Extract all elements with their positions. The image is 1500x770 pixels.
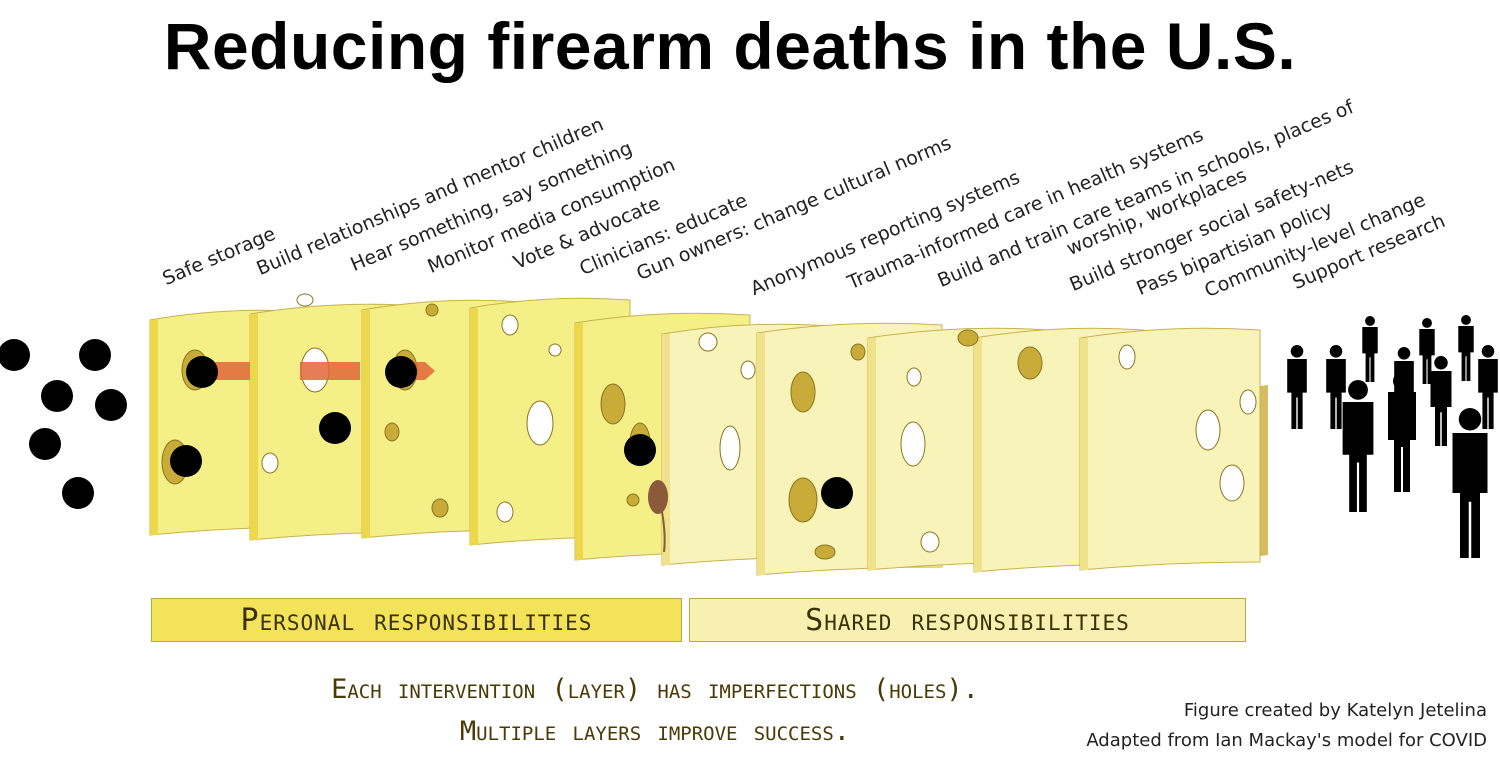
bullet-dot xyxy=(41,380,73,412)
person-icon xyxy=(1430,371,1452,446)
cheese-hole xyxy=(814,544,836,560)
cheese-hole xyxy=(496,501,514,523)
person-icon xyxy=(1348,380,1368,400)
person-icon xyxy=(1362,327,1378,382)
cheese-hole xyxy=(790,371,816,413)
person-icon xyxy=(1422,318,1432,328)
bullet-dot xyxy=(821,477,853,509)
bullet-dot xyxy=(186,356,218,388)
cheese-hole xyxy=(906,367,922,387)
person-icon xyxy=(1461,315,1471,325)
cheese-slice xyxy=(1079,327,1261,571)
cheese-hole xyxy=(1118,344,1136,370)
cheese-slice-edge xyxy=(1080,338,1088,570)
bullet-dot xyxy=(385,356,417,388)
person-icon xyxy=(1388,392,1416,492)
cheese-hole xyxy=(431,498,449,518)
mouse-tail xyxy=(661,511,666,553)
note-line-2: Multiple layers improve success. xyxy=(459,716,851,747)
cheese-hole xyxy=(788,477,818,523)
bullet-dot xyxy=(624,434,656,466)
cheese-hole xyxy=(626,493,640,507)
cheese-hole xyxy=(1195,409,1221,451)
shared-responsibilities-box: Shared responsibilities xyxy=(689,598,1246,642)
person-icon xyxy=(1393,372,1411,390)
cheese-hole xyxy=(384,422,400,442)
bullet-dot xyxy=(95,389,127,421)
person-icon xyxy=(1458,408,1482,431)
cheese-hole xyxy=(1219,464,1245,502)
cheese-hole xyxy=(261,452,279,474)
person-icon xyxy=(1290,345,1304,358)
note-line-1: Each intervention (layer) has imperfecti… xyxy=(331,674,979,705)
personal-responsibilities-box: Personal responsibilities xyxy=(151,598,682,642)
cheese-hole xyxy=(957,329,979,347)
bullet-dot xyxy=(0,339,30,371)
cheese-hole xyxy=(920,531,940,553)
cheese-slice-edge xyxy=(575,323,583,560)
cheese-slice-edge xyxy=(974,338,982,572)
cheese-hole xyxy=(850,343,866,361)
cheese-slice-edge xyxy=(150,320,158,535)
cheese-slice-edge xyxy=(362,310,370,538)
cheese-slice-edge xyxy=(250,314,258,540)
person-icon xyxy=(1397,347,1411,360)
arrow-segment xyxy=(300,362,360,380)
cheese-hole xyxy=(698,332,718,352)
arrow-segment xyxy=(210,362,250,380)
cheese-hole xyxy=(600,383,626,425)
cheese-hole xyxy=(501,314,519,336)
bullet-dot xyxy=(79,339,111,371)
cheese-slice-edge xyxy=(662,334,670,565)
mouse-icon xyxy=(648,480,668,514)
cheese-hole xyxy=(548,343,562,357)
bullet-dot xyxy=(62,477,94,509)
person-icon xyxy=(1365,316,1375,326)
person-icon xyxy=(1326,359,1346,429)
bullet-dot xyxy=(170,445,202,477)
person-icon xyxy=(1434,356,1448,370)
credit-line-1: Figure created by Katelyn Jetelina xyxy=(1183,700,1487,721)
person-icon xyxy=(1478,359,1498,429)
page-title: Reducing firearm deaths in the U.S. xyxy=(163,9,1297,83)
cheese-hole xyxy=(526,400,554,446)
cheese-slice-edge xyxy=(470,308,478,545)
cheese-slice-edge xyxy=(868,338,876,570)
person-icon xyxy=(1458,326,1474,381)
cheese-hole xyxy=(900,421,926,467)
cheese-hole xyxy=(296,293,314,307)
cheese-slice-edge xyxy=(757,333,765,575)
credit-line-2: Adapted from Ian Mackay's model for COVI… xyxy=(1086,730,1487,751)
bullet-dot xyxy=(319,412,351,444)
cheese-hole xyxy=(1239,389,1257,415)
person-icon xyxy=(1419,329,1435,384)
person-icon xyxy=(1342,402,1374,512)
person-icon xyxy=(1452,433,1488,558)
person-icon xyxy=(1329,345,1343,358)
cheese-hole xyxy=(719,425,741,471)
cheese-hole xyxy=(740,360,756,380)
person-icon xyxy=(1287,359,1307,429)
bullet-dot xyxy=(29,428,61,460)
cheese-hole xyxy=(1017,346,1043,380)
person-icon xyxy=(1481,345,1495,358)
cheese-hole xyxy=(425,303,439,317)
